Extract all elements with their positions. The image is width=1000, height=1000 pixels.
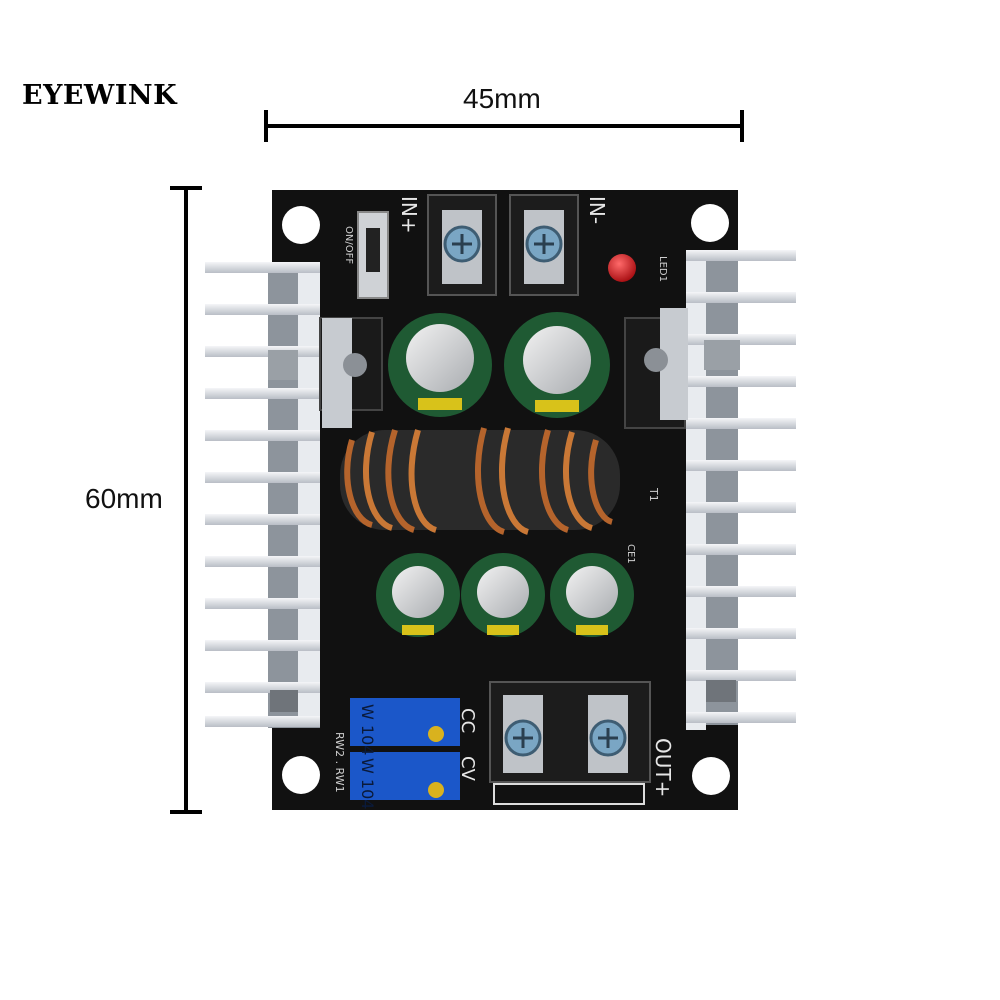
silk-led: LED1 xyxy=(657,256,668,282)
output-capacitor-3 xyxy=(550,553,634,637)
power-switch xyxy=(357,211,389,299)
left-heatsink xyxy=(205,262,320,728)
output-capacitor-1 xyxy=(376,553,460,637)
input-capacitor-right xyxy=(504,312,610,418)
width-dimension-line xyxy=(264,110,744,142)
silk-trimmer-ids: RW2 . RW1 xyxy=(333,732,346,793)
silk-in-minus: IN- xyxy=(585,196,609,224)
output-terminal-block xyxy=(489,681,651,805)
toroid-inductor xyxy=(340,427,620,535)
input-terminal-block xyxy=(427,194,579,296)
silk-out-plus: OUT+ xyxy=(651,738,675,797)
silk-cap: CE1 xyxy=(625,544,636,564)
silk-in-plus: IN+ xyxy=(397,196,421,234)
silk-inductor: T1 xyxy=(647,487,660,502)
height-dimension-label: 60mm xyxy=(85,483,163,514)
height-dimension-line xyxy=(170,186,202,814)
brand-logo: EYEWINK xyxy=(22,80,178,111)
width-dimension-label: 45mm xyxy=(463,83,541,114)
right-heatsink xyxy=(686,250,796,730)
silk-cc: CC xyxy=(457,708,478,733)
power-led xyxy=(608,254,636,282)
silk-cv: CV xyxy=(457,756,478,782)
mounting-holes xyxy=(282,204,730,795)
trimmer-cc xyxy=(350,698,460,746)
trimmer-cv xyxy=(350,752,460,800)
input-capacitor-left xyxy=(388,313,492,417)
trimmer-top-label: W 104 xyxy=(358,704,377,755)
trimmer-bottom-label: W 104 xyxy=(358,758,377,809)
silk-switch: ON/OFF xyxy=(343,226,354,264)
right-transistor xyxy=(624,308,688,429)
output-capacitor-2 xyxy=(461,553,545,637)
left-transistor xyxy=(319,317,383,428)
